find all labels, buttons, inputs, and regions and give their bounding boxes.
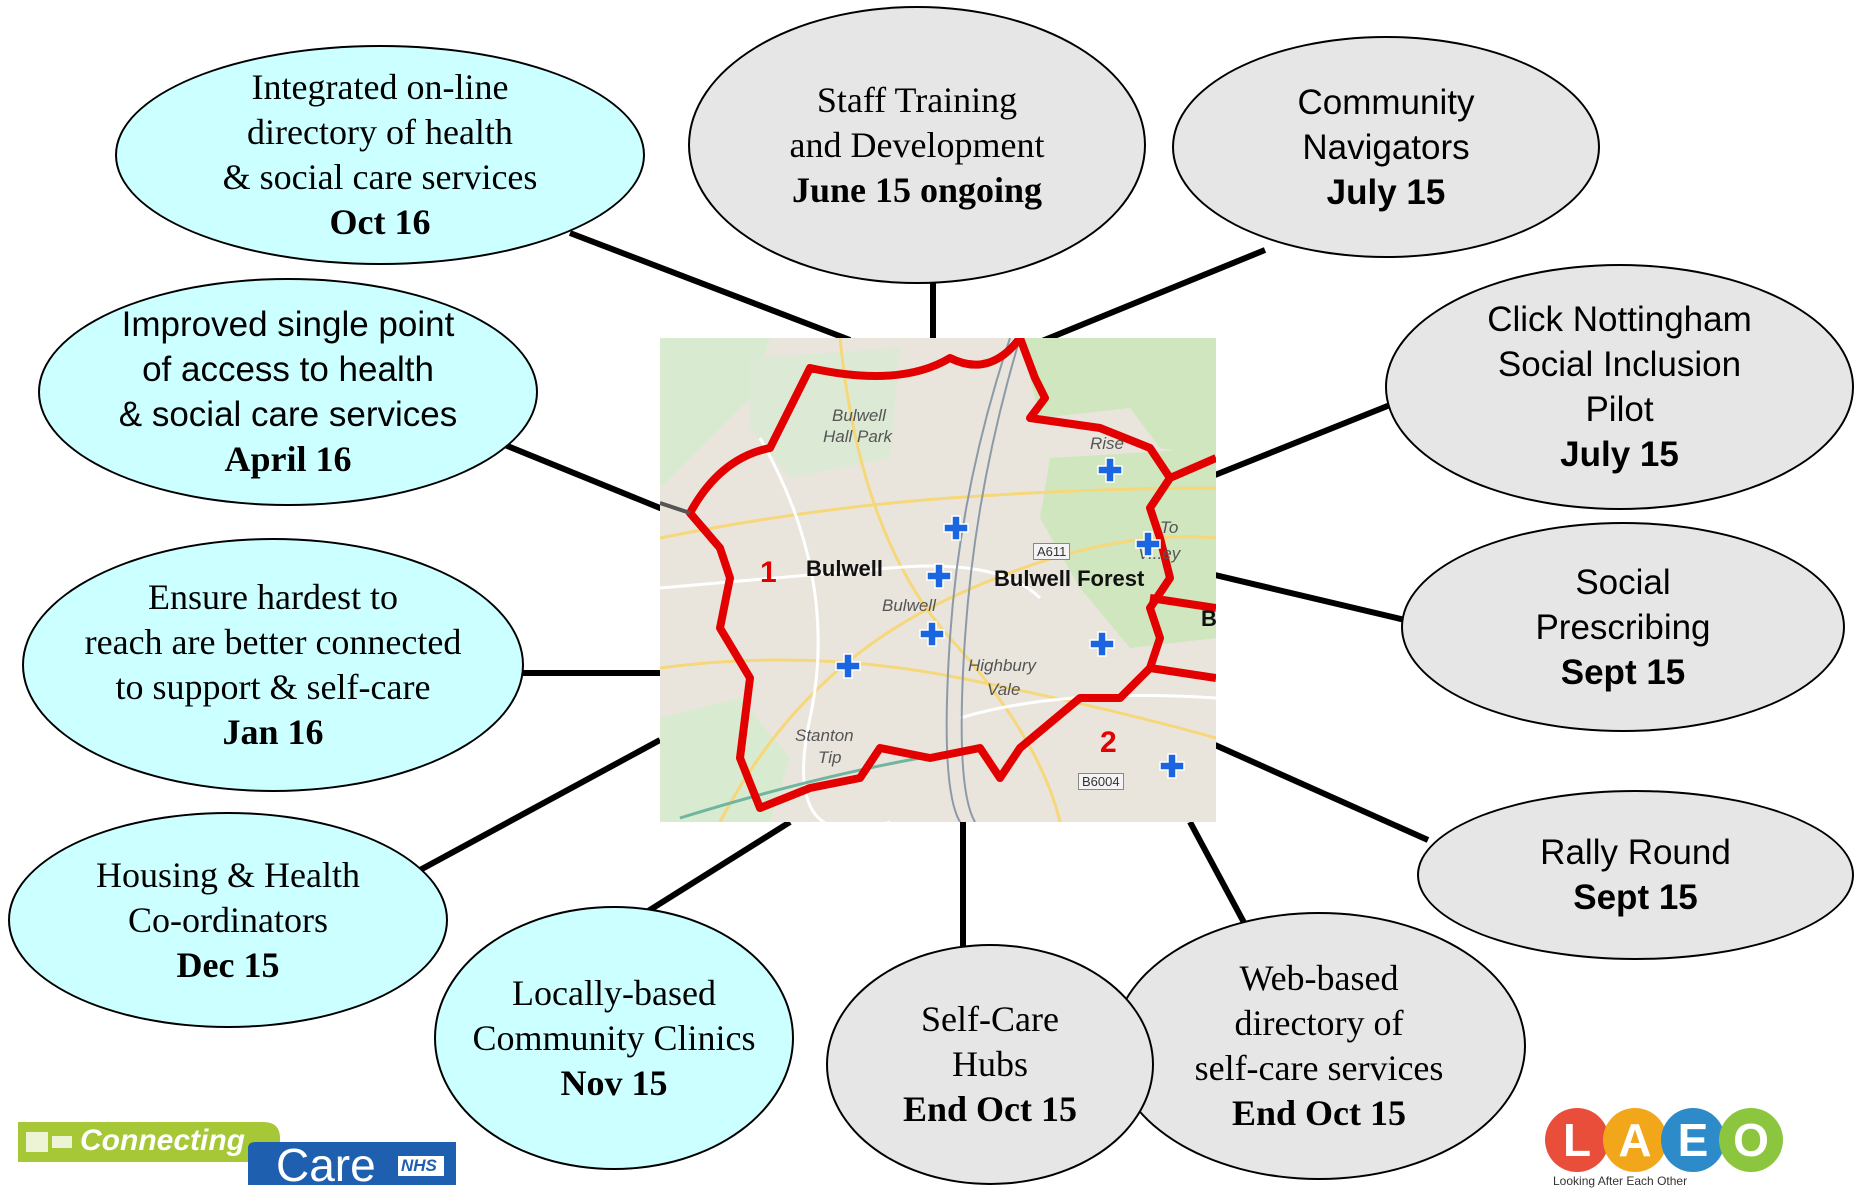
node-text: Integrated on-line xyxy=(251,67,509,107)
laeo-logo: L A E O Looking After Each Other xyxy=(1545,1108,1815,1188)
node-text: Housing & Health xyxy=(96,854,360,895)
node-date: End Oct 15 xyxy=(902,1089,1078,1129)
map-medical-cross-icon xyxy=(1159,753,1185,779)
map-place-bulwell-hall-park-1: Bulwell xyxy=(832,406,886,425)
node-text: Self-Care xyxy=(921,999,1059,1039)
node-click-nottingham: Click Nottingham Social Inclusion Pilot … xyxy=(1385,264,1854,510)
connecting-care-text: Connecting xyxy=(80,1124,245,1157)
node-community-clinics: Locally-based Community Clinics Nov 15 xyxy=(434,906,794,1170)
node-text: Locally-based xyxy=(512,972,716,1013)
node-hardest-to-reach: Ensure hardest to reach are better conne… xyxy=(22,538,524,792)
connector-directory xyxy=(568,230,852,343)
map-place-stanton-1: Stanton xyxy=(795,726,854,745)
connector-single-point xyxy=(503,442,667,513)
map-ward-1-label: 1 xyxy=(760,556,777,589)
node-date: July 15 xyxy=(1326,172,1446,212)
node-text: & social care services xyxy=(222,157,538,197)
map-place-stanton-2: Tip xyxy=(818,748,842,767)
node-online-directory: Integrated on-line directory of health &… xyxy=(115,45,645,265)
connector-navigators xyxy=(1018,247,1267,353)
node-text: reach are better connected xyxy=(84,622,462,662)
node-text: and Development xyxy=(789,124,1045,165)
map-place-bulwell-station: Bulwell xyxy=(882,596,936,615)
map-place-rise-park: Rise xyxy=(1090,434,1125,453)
laeo-tagline: Looking After Each Other xyxy=(1553,1174,1688,1188)
map-place-bulwell-hall-park-2: Hall Park xyxy=(823,427,892,446)
laeo-letter-a: A xyxy=(1603,1108,1667,1172)
node-single-point-access: Improved single point of access to healt… xyxy=(38,278,538,506)
node-text: Social xyxy=(1575,562,1671,602)
map-medical-cross-icon xyxy=(926,563,952,589)
connector-web xyxy=(1187,820,1251,932)
node-text: directory of xyxy=(1234,1003,1404,1043)
map-place-top-valley-1: To xyxy=(1160,518,1179,537)
node-text: directory of health xyxy=(247,112,513,152)
node-social-prescribing: Social Prescribing Sept 15 xyxy=(1401,522,1845,732)
node-self-care-hubs: Self-Care Hubs End Oct 15 xyxy=(826,944,1154,1185)
map-town-bulwell-forest: Bulwell Forest xyxy=(994,566,1145,591)
node-housing-health: Housing & Health Co-ordinators Dec 15 xyxy=(8,812,448,1028)
node-date: Oct 16 xyxy=(329,202,431,242)
node-text: Web-based xyxy=(1239,958,1399,998)
map-medical-cross-icon xyxy=(1135,531,1161,557)
nhs-text: NHS xyxy=(401,1156,437,1175)
node-date: Jan 16 xyxy=(222,712,324,752)
node-text: Pilot xyxy=(1585,390,1654,429)
map-medical-cross-icon xyxy=(943,515,969,541)
node-date: April 16 xyxy=(224,439,352,479)
map-medical-cross-icon xyxy=(1097,457,1123,483)
ward-boundary xyxy=(686,338,1216,812)
node-text: & social care services xyxy=(118,395,458,434)
connector-click-nottingham xyxy=(1213,402,1392,478)
node-text: Community xyxy=(1297,82,1475,122)
node-date: Dec 15 xyxy=(176,944,280,985)
connector-clinics xyxy=(643,819,792,916)
map-medical-cross-icon xyxy=(835,653,861,679)
node-date: July 15 xyxy=(1560,435,1679,474)
node-text: Social Inclusion xyxy=(1497,345,1742,384)
node-date: June 15 ongoing xyxy=(791,169,1043,210)
map-road-b6004: B6004 xyxy=(1078,773,1124,790)
map-place-highbury-1: Highbury xyxy=(968,656,1037,675)
map-medical-cross-icon xyxy=(1089,631,1115,657)
map-medical-cross-icon xyxy=(919,621,945,647)
node-community-navigators: Community Navigators July 15 xyxy=(1172,36,1600,258)
map-road-a611: A611 xyxy=(1033,543,1071,560)
node-text: Improved single point xyxy=(121,305,455,344)
node-text: Community Clinics xyxy=(472,1017,756,1058)
node-staff-training: Staff Training and Development June 15 o… xyxy=(688,6,1146,284)
map-town-bulwell: Bulwell xyxy=(806,556,884,581)
laeo-letter-o: O xyxy=(1719,1108,1783,1172)
node-text: Staff Training xyxy=(816,79,1018,120)
node-date: Sept 15 xyxy=(1560,652,1686,692)
node-text: of access to health xyxy=(142,350,434,389)
node-text: self-care services xyxy=(1194,1048,1444,1088)
connector-social-prescribing xyxy=(1214,572,1406,623)
laeo-letter-e: E xyxy=(1661,1108,1725,1172)
node-text: Rally Round xyxy=(1540,833,1731,872)
connecting-care-logo-shapes xyxy=(18,1122,456,1185)
node-date: Nov 15 xyxy=(560,1062,668,1103)
node-text: Ensure hardest to xyxy=(148,577,398,617)
node-date: Sept 15 xyxy=(1573,878,1698,917)
node-text: Hubs xyxy=(951,1044,1028,1084)
node-web-directory: Web-based directory of self-care service… xyxy=(1112,912,1526,1180)
connecting-care-logo: Connecting Care NHS xyxy=(18,1118,458,1191)
connector-housing xyxy=(418,737,662,873)
node-rally-round: Rally Round Sept 15 xyxy=(1417,790,1854,960)
node-text: Navigators xyxy=(1302,127,1470,167)
laeo-letter-l: L xyxy=(1545,1108,1609,1172)
map-place-highbury-2: Vale xyxy=(987,680,1021,699)
connector-rally-round xyxy=(1213,742,1430,843)
connecting-care-care-text: Care xyxy=(276,1139,376,1191)
map-town-b-edge: B xyxy=(1201,606,1216,631)
ward-map: Bulwell Hall Park Rise To V...ey Bulwell… xyxy=(660,338,1216,822)
node-text: to support & self-care xyxy=(115,667,431,707)
node-text: Prescribing xyxy=(1535,607,1711,647)
node-text: Co-ordinators xyxy=(128,899,328,940)
node-date: End Oct 15 xyxy=(1231,1093,1407,1133)
node-text: Click Nottingham xyxy=(1487,300,1752,339)
map-ward-2-label: 2 xyxy=(1100,726,1117,759)
